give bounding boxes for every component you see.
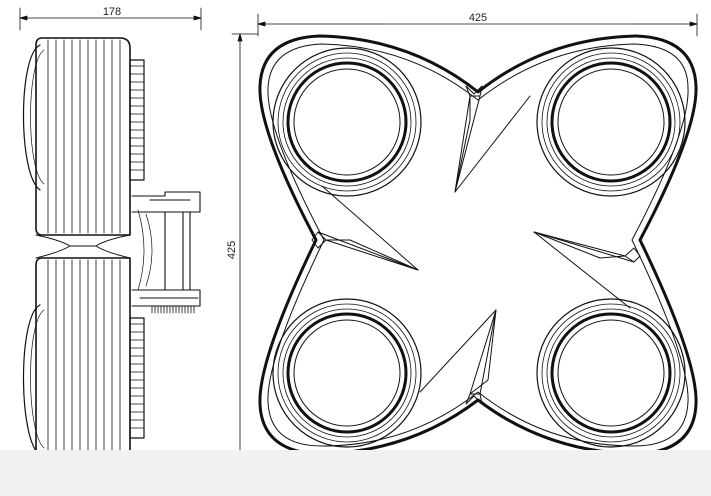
side-view-width-label: 178 <box>103 6 121 18</box>
inner-facets <box>311 85 641 405</box>
fixture-outline <box>258 34 698 450</box>
lower-lens-dome <box>22 304 41 450</box>
lower-rear-heatsink <box>129 317 145 439</box>
lower-housing <box>35 257 131 450</box>
top-view-height-label: 425 <box>226 241 238 259</box>
upper-rear-heatsink <box>129 59 145 181</box>
mounting-bracket <box>131 191 201 307</box>
top-view-width-label: 425 <box>469 12 487 24</box>
lens-top-right <box>536 47 686 197</box>
footer-band <box>0 450 711 496</box>
top-view-width-dimension: 425 <box>257 12 698 37</box>
upper-housing <box>35 37 131 236</box>
side-view-width-dimension: 178 <box>19 6 202 31</box>
lens-top-left <box>272 47 422 197</box>
upper-lens-dome <box>22 44 41 191</box>
cooling-fins <box>47 39 121 450</box>
lens-bottom-left <box>272 298 422 448</box>
top-view-height-dimension: 425 <box>226 33 259 450</box>
bracket-serration <box>151 305 195 314</box>
lens-bottom-right <box>536 298 686 448</box>
technical-drawing: 178 <box>19 6 698 450</box>
side-view: 178 <box>19 6 202 450</box>
top-view: 425 425 <box>226 12 698 450</box>
